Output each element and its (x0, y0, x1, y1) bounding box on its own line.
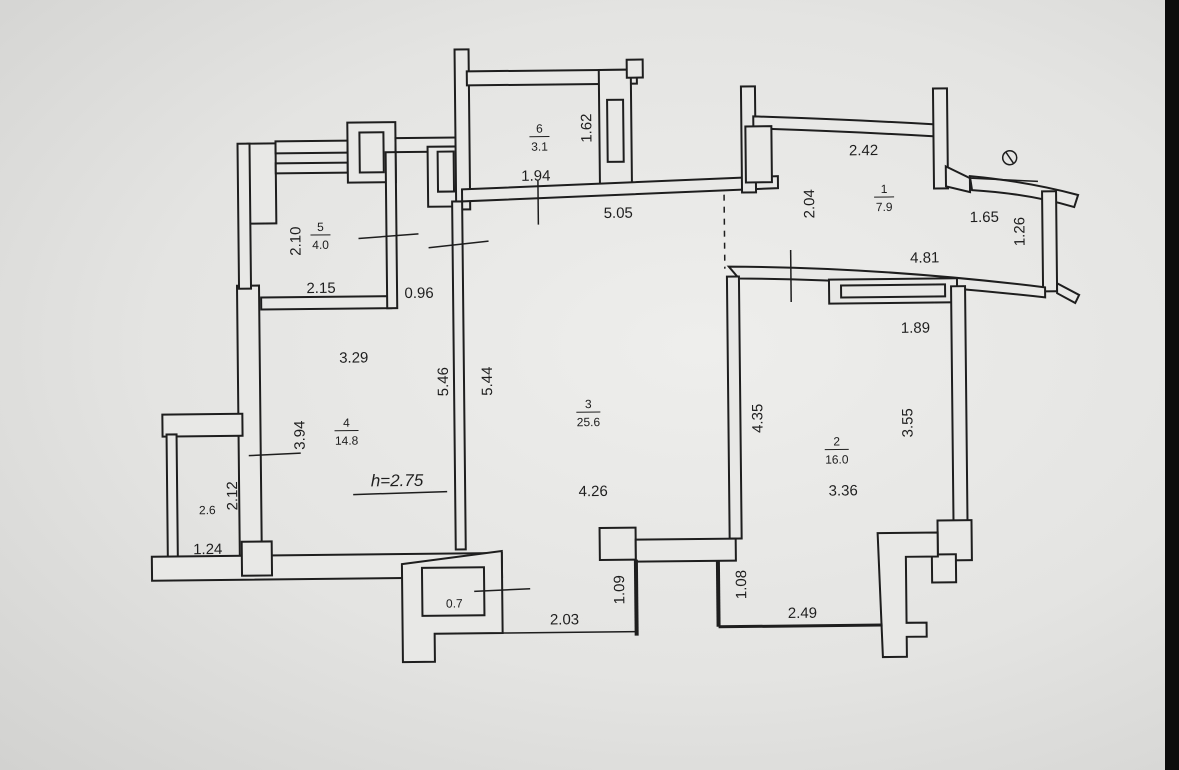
door-mark (474, 587, 531, 593)
wall-segment (236, 142, 253, 290)
dim-2-03: 2.03 (550, 611, 579, 628)
dim-4-81: 4.81 (910, 249, 939, 266)
compass-icon (1001, 149, 1018, 166)
dim-4-26: 4.26 (578, 483, 607, 500)
dim-1-08: 1.08 (733, 570, 750, 599)
wall-segment (1041, 190, 1059, 293)
wall-segment (1055, 281, 1081, 305)
wall-segment (165, 433, 179, 560)
dim-4-35: 4.35 (749, 404, 766, 433)
dim-1-94: 1.94 (521, 168, 550, 185)
wall-segment (930, 553, 958, 584)
wall-segment (460, 175, 780, 203)
wall-segment (240, 540, 274, 577)
room-3-area: 25.6 (577, 415, 601, 429)
wall-segment (451, 200, 467, 551)
room-6-number: 6 (536, 122, 543, 136)
dim-3-94: 3.94 (291, 420, 308, 449)
window-line (718, 623, 883, 629)
wall-segment (950, 285, 969, 528)
door-mark (969, 177, 1038, 183)
dim-5-05: 5.05 (604, 205, 633, 222)
dim-3-29: 3.29 (339, 349, 368, 366)
wall-segment (876, 531, 939, 659)
room-5-number: 5 (317, 220, 324, 234)
wall-segment (358, 131, 385, 174)
room-2-number: 2 (833, 434, 840, 448)
height-underline (353, 490, 448, 496)
wall-segment (260, 295, 393, 311)
dim-5-44: 5.44 (479, 366, 496, 395)
wall-segment (274, 161, 349, 175)
dim-1-26: 1.26 (1011, 217, 1028, 246)
room-4-number: 4 (343, 416, 350, 430)
room-1-number: 1 (881, 182, 888, 196)
door-mark (358, 233, 419, 240)
labels: 6 3.1 1.62 1.94 5 4.0 2.10 2.15 0.96 5.0… (193, 113, 1029, 628)
divider-dashed (723, 194, 726, 269)
wall-segment (752, 115, 939, 138)
wall-segment (436, 150, 456, 193)
wall-segment (598, 526, 637, 562)
dim-1-65: 1.65 (970, 209, 999, 226)
dark-edge (1165, 0, 1179, 770)
dim-5-46: 5.46 (435, 367, 452, 396)
window-line (502, 630, 637, 634)
dim-0-96: 0.96 (404, 285, 433, 302)
wall-segment (840, 283, 947, 299)
window-line (633, 559, 639, 636)
wc-area: 0.7 (446, 596, 463, 610)
dim-1-62: 1.62 (578, 113, 595, 142)
wall-segment (944, 164, 972, 194)
dim-2-10: 2.10 (287, 226, 304, 255)
door-mark (789, 249, 792, 303)
wall-segment (968, 175, 1080, 209)
room-5-area: 4.0 (312, 238, 329, 252)
wall-segment (161, 412, 244, 438)
dim-3-36: 3.36 (828, 482, 857, 499)
wall-segment (625, 58, 644, 79)
dim-2-49: 2.49 (788, 605, 817, 622)
compass-icon (1005, 151, 1015, 165)
wall-segment (606, 98, 625, 163)
wall-segment (384, 151, 399, 310)
room-6-area: 3.1 (531, 140, 548, 154)
dim-1-89: 1.89 (901, 320, 930, 337)
dim-1-24: 1.24 (193, 541, 222, 558)
walls (150, 48, 1081, 664)
balcony-area: 2.6 (199, 503, 216, 517)
door-mark (428, 240, 489, 249)
dim-3-55: 3.55 (899, 408, 916, 437)
dim-2-15: 2.15 (306, 280, 335, 297)
window-line (715, 560, 721, 627)
room-3-number: 3 (585, 397, 592, 411)
wall-segment (246, 142, 278, 225)
wall-segment (725, 275, 743, 540)
wall-segment (744, 125, 773, 184)
room-1-area: 7.9 (876, 200, 893, 214)
door-mark (248, 452, 301, 457)
wall-segment (274, 139, 349, 155)
dim-2-12: 2.12 (224, 481, 241, 510)
dim-1-09: 1.09 (611, 575, 628, 604)
thin-lines (248, 149, 1038, 636)
room-4-area: 14.8 (335, 434, 359, 448)
wall-segment (931, 87, 950, 190)
dim-2-04: 2.04 (801, 189, 818, 218)
dim-2-42: 2.42 (849, 142, 878, 159)
wall-segment (634, 537, 737, 563)
ceiling-height: h=2.75 (371, 471, 424, 491)
room-2-area: 16.0 (825, 452, 849, 466)
